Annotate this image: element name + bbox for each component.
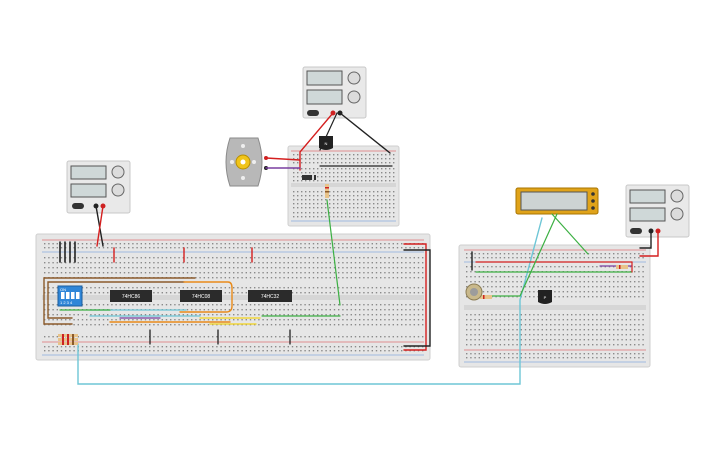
transistor-n-label: N [325,141,328,146]
wires [43,112,659,385]
resistor-bank[interactable] [58,334,78,345]
power-supply-top[interactable] [302,66,367,119]
transistor-p[interactable]: P [538,290,552,304]
chip-74hc08-label: 74HC08 [192,294,211,300]
breadboard-right[interactable] [458,244,651,368]
dip-switch[interactable]: ON 1 2 3 4 [57,285,83,307]
dip-switch-on-label: ON [60,287,66,292]
dip-switch-numbers: 1 2 3 4 [60,300,73,305]
potentiometer[interactable] [465,283,483,301]
breadboard-main[interactable] [35,233,431,361]
transistor-n[interactable]: N [319,136,333,150]
chip-74hc08[interactable]: 74HC08 [180,290,222,302]
lcd-display[interactable] [515,187,599,215]
chip-74hc86-label: 74HC86 [122,294,141,300]
breadboard-small[interactable] [287,145,400,227]
transistor-p-label: P [544,295,547,300]
resistor-right-top[interactable] [616,265,628,269]
chip-74hc32[interactable]: 74HC32 [248,290,292,302]
chip-74hc32-label: 74HC32 [261,294,280,300]
power-supply-right[interactable] [625,184,690,238]
resistor-small-board[interactable] [325,184,329,198]
dc-motor[interactable] [225,137,268,187]
diode[interactable] [302,175,316,180]
resistor-right-board[interactable] [480,295,492,299]
chip-74hc86[interactable]: 74HC86 [110,290,152,302]
power-supply-left[interactable] [66,160,131,214]
